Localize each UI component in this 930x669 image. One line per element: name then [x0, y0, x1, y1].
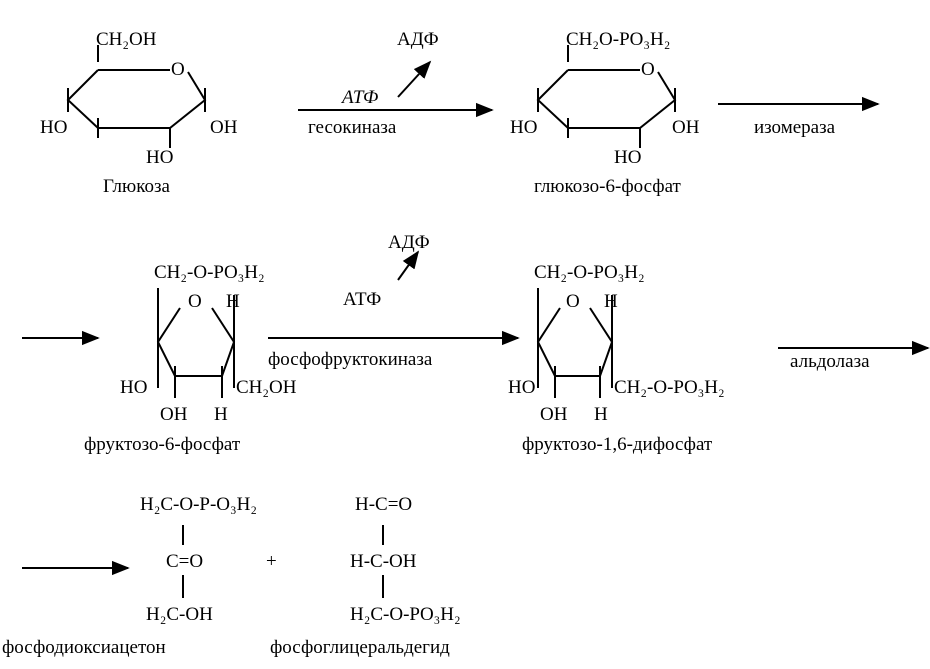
f16dp-oh-bottom: OH	[540, 404, 568, 425]
glucose-ho-bottom: HO	[146, 147, 174, 168]
g6p-ho-bottom: HO	[614, 147, 642, 168]
f16dp-name: фруктозо-1,6-дифосфат	[522, 434, 713, 455]
glucose-oh-right: OH	[210, 117, 238, 138]
glucose-ch2oh: CH₂OH	[96, 29, 157, 50]
f16dp-ho-left: HO	[508, 377, 536, 398]
step1-atf: АТФ	[342, 87, 379, 108]
g6p-ch2: CH₂O-PO₃H₂	[566, 29, 671, 50]
gap-line3: H₂C-O-PO₃H₂	[350, 604, 461, 625]
g6p-ho-left: HO	[510, 117, 538, 138]
gap-line2: H-C-OH	[350, 551, 417, 572]
f6p-ring-oxygen: O	[188, 291, 202, 312]
f6p-ch2oh-right: CH₂OH	[236, 377, 297, 398]
gap-name: фосфоглицеральдегид	[270, 637, 450, 658]
step3-atf: АТФ	[343, 289, 382, 310]
glucose-ring	[66, 45, 207, 148]
glucose-ring-oxygen: O	[171, 59, 185, 80]
dhap-name: фосфодиоксиацетон	[2, 637, 166, 658]
gap-line1: H-C=O	[355, 494, 413, 515]
step3-enzyme: фосфофруктокиназа	[268, 349, 433, 370]
f6p-ho-left: HO	[120, 377, 148, 398]
step1-enzyme: гесокиназа	[308, 117, 397, 138]
g6p-oh-right: OH	[672, 117, 700, 138]
glucose-name: Глюкоза	[103, 176, 170, 197]
glucose-ho-left: HO	[40, 117, 68, 138]
f6p-top: CH₂-O-PO₃H₂	[154, 262, 265, 283]
f6p-ring	[156, 288, 236, 398]
f16dp-ring	[536, 288, 614, 398]
dhap-line3: H₂C-OH	[146, 604, 213, 625]
f16dp-ring-oxygen: O	[566, 291, 580, 312]
dhap-line2: C=O	[166, 551, 204, 572]
step3-adf: АДФ	[388, 232, 430, 253]
step4-enzyme: альдолаза	[790, 351, 870, 372]
f6p-oh-bottom: OH	[160, 404, 188, 425]
f6p-h-bottom: H	[214, 404, 228, 425]
g6p-ring-oxygen: O	[641, 59, 655, 80]
f16dp-right: CH₂-O-PO₃H₂	[614, 377, 725, 398]
f16dp-h-top: H	[604, 291, 618, 312]
plus-sign: +	[266, 551, 277, 572]
f16dp-h-bottom: H	[594, 404, 608, 425]
f6p-name: фруктозо-6-фосфат	[84, 434, 241, 455]
g6p-ring	[536, 45, 677, 148]
f16dp-top: CH₂-O-PO₃H₂	[534, 262, 645, 283]
step2-enzyme: изомераза	[754, 117, 836, 138]
dhap-line1: H₂C-O-P-O₃H₂	[140, 494, 257, 515]
step1-adf: АДФ	[397, 29, 439, 50]
f6p-h-top: H	[226, 291, 240, 312]
g6p-name: глюкозо-6-фосфат	[534, 176, 681, 197]
